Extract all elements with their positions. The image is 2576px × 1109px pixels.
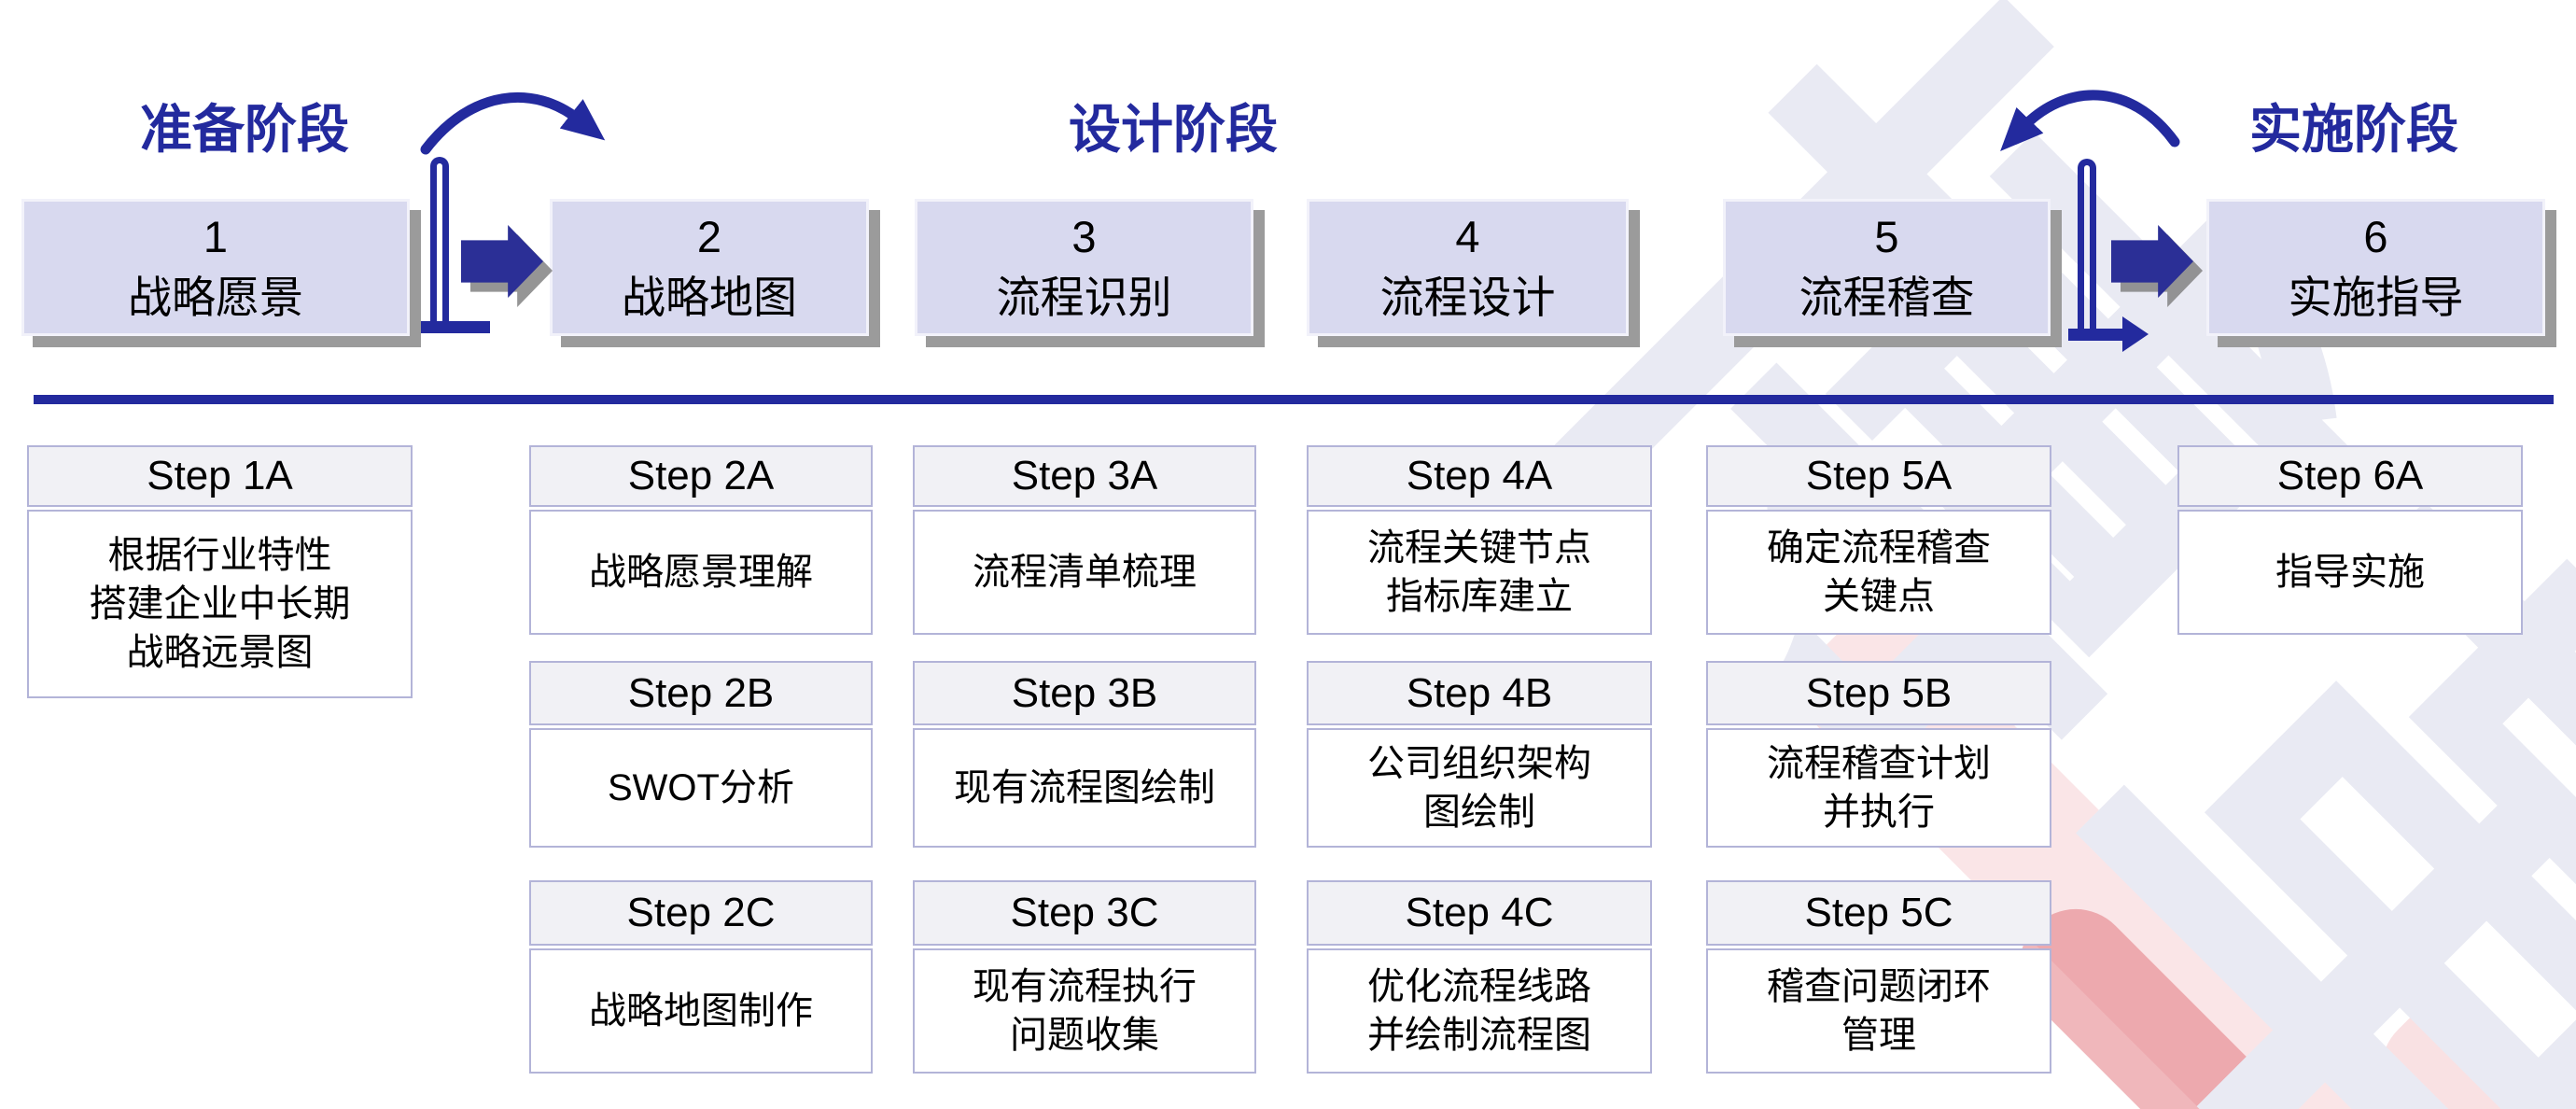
block-arrow-icon: [2111, 225, 2193, 298]
main-step-box-6: 6 实施指导: [2206, 199, 2545, 336]
main-step-box-1: 1 战略愿景: [21, 199, 410, 336]
main-step-title: 实施指导: [2288, 272, 2464, 322]
phase-label-design: 设计阶段: [1069, 100, 1278, 159]
main-step-box-3: 3 流程识别: [915, 199, 1253, 336]
main-step-number: 4: [1455, 211, 1480, 261]
substep-body-2B: SWOT分析: [529, 728, 873, 848]
main-step-number: 3: [1071, 211, 1097, 261]
substep-body-4B: 公司组织架构 图绘制: [1307, 728, 1652, 848]
main-step-number: 6: [2363, 211, 2388, 261]
substep-body-2C: 战略地图制作: [529, 948, 873, 1074]
main-step-title: 战略地图: [622, 272, 797, 322]
feedback-bracket-right-icon: [2078, 159, 2096, 330]
substep-header-5B: Step 5B: [1706, 661, 2051, 725]
substep-header-6A: Step 6A: [2177, 445, 2523, 507]
main-step-title: 流程识别: [996, 272, 1172, 322]
substep-header-4A: Step 4A: [1307, 445, 1652, 507]
substep-header-4C: Step 4C: [1307, 880, 1652, 946]
substep-header-4B: Step 4B: [1307, 661, 1652, 725]
feedback-bracket-left-icon: [430, 157, 449, 329]
main-step-number: 1: [203, 211, 229, 261]
phase-divider-line: [34, 395, 2554, 404]
main-step-box-2: 2 战略地图: [550, 199, 869, 336]
substep-body-5B: 流程稽查计划 并执行: [1706, 728, 2051, 848]
block-arrow-icon: [461, 225, 543, 298]
main-step-title: 战略愿景: [128, 272, 303, 322]
substep-header-1A: Step 1A: [27, 445, 413, 507]
substep-header-2A: Step 2A: [529, 445, 873, 507]
substep-header-3C: Step 3C: [913, 880, 1256, 946]
phase-label-implement: 实施阶段: [2249, 100, 2458, 159]
main-step-number: 5: [1874, 211, 1899, 261]
main-step-box-4: 4 流程设计: [1307, 199, 1629, 336]
substep-header-3B: Step 3B: [913, 661, 1256, 725]
substep-header-5A: Step 5A: [1706, 445, 2051, 507]
main-step-box-5: 5 流程稽查: [1723, 199, 2051, 336]
feedback-bracket-left-foot: [421, 321, 490, 333]
substep-body-3A: 流程清单梳理: [913, 510, 1256, 635]
substep-body-2A: 战略愿景理解: [529, 510, 873, 635]
substep-body-6A: 指导实施: [2177, 510, 2523, 635]
substep-body-4A: 流程关键节点 指标库建立: [1307, 510, 1652, 635]
feedback-bracket-right-arrowhead-icon: [2122, 316, 2149, 352]
substep-header-3A: Step 3A: [913, 445, 1256, 507]
substep-body-4C: 优化流程线路 并绘制流程图: [1307, 948, 1652, 1074]
main-step-title: 流程设计: [1379, 272, 1556, 322]
substep-header-2C: Step 2C: [529, 880, 873, 946]
phase-label-prepare: 准备阶段: [140, 100, 349, 159]
substep-body-3C: 现有流程执行 问题收集: [913, 948, 1256, 1074]
substep-header-2B: Step 2B: [529, 661, 873, 725]
substep-body-5C: 稽查问题闭环 管理: [1706, 948, 2051, 1074]
feedback-bracket-right-foot: [2068, 329, 2122, 341]
substep-body-5A: 确定流程稽查 关键点: [1706, 510, 2051, 635]
loop-arrow-right-icon: [420, 91, 606, 155]
loop-arrow-left-icon: [2000, 90, 2180, 151]
main-step-number: 2: [696, 211, 722, 261]
substep-body-3B: 现有流程图绘制: [913, 728, 1256, 848]
main-step-title: 流程稽查: [1799, 272, 1975, 322]
block-arrow-1-2: [461, 225, 543, 298]
substep-header-5C: Step 5C: [1706, 880, 2051, 946]
substep-body-1A: 根据行业特性 搭建企业中长期 战略远景图: [27, 510, 413, 698]
block-arrow-5-6: [2111, 225, 2193, 298]
